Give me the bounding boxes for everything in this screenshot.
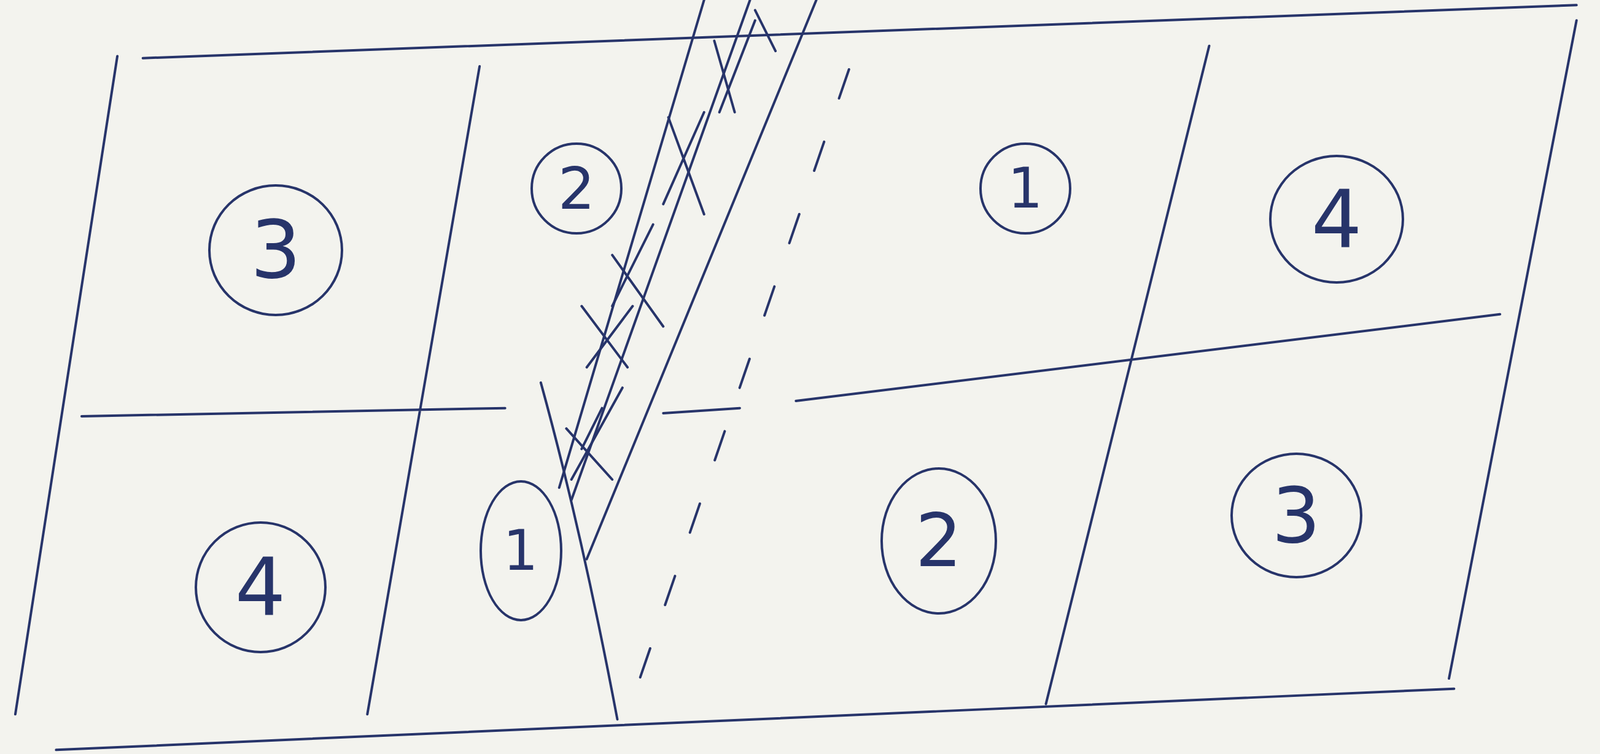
number-text: 3: [250, 209, 302, 290]
hatched-band: [559, 0, 817, 560]
circled-number: 3: [1230, 452, 1363, 579]
number-text: 1: [502, 523, 538, 579]
circled-number: 3: [208, 184, 344, 317]
grid-line: [81, 46, 1500, 715]
number-text: 1: [1007, 160, 1043, 217]
circled-number: 4: [1269, 154, 1405, 284]
curve-line: [540, 382, 618, 719]
number-text: 2: [915, 504, 963, 578]
outer-frame: [15, 4, 1577, 750]
circled-number: 2: [880, 467, 998, 615]
hatching: [566, 10, 776, 480]
number-text: 4: [235, 547, 287, 627]
number-text: 4: [1311, 179, 1363, 260]
dashed-line: [627, 69, 850, 715]
circled-number: 4: [194, 521, 327, 654]
circled-number: 1: [979, 142, 1072, 235]
circled-number: 1: [479, 480, 563, 622]
number-text: 3: [1271, 477, 1321, 554]
number-text: 2: [558, 159, 595, 218]
circled-number: 2: [530, 142, 623, 235]
